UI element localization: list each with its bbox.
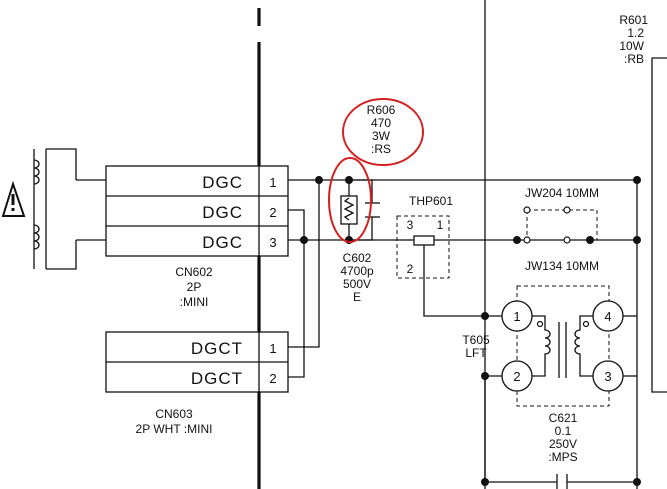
highlight-circle-r606: [342, 98, 424, 166]
svg-text:1: 1: [513, 309, 520, 324]
svg-text::MPS: :MPS: [548, 450, 577, 464]
junction-dot: [586, 236, 594, 244]
svg-text:3: 3: [604, 369, 611, 384]
svg-text::RS: :RS: [371, 142, 391, 156]
svg-text:250V: 250V: [549, 437, 577, 451]
svg-text:CN603: CN603: [155, 407, 193, 421]
cn603-pin1-name: DGCT: [191, 339, 243, 358]
svg-text:470: 470: [371, 116, 391, 130]
svg-text:R601: R601: [619, 13, 648, 27]
junction-dot: [481, 372, 489, 380]
cn602-label: CN602 2P :MINI: [175, 265, 213, 309]
svg-text:2: 2: [513, 369, 520, 384]
r606-resistor: [340, 180, 358, 240]
svg-text:1: 1: [437, 218, 444, 232]
svg-text:JW134 10MM: JW134 10MM: [525, 259, 599, 273]
svg-text:LFT: LFT: [465, 346, 487, 360]
svg-text:THP601: THP601: [409, 194, 453, 208]
c621-capacitor: [484, 375, 637, 489]
junction-dot: [300, 236, 308, 244]
junction-dot: [633, 478, 641, 486]
svg-text:4700p: 4700p: [340, 264, 374, 278]
junction-dot: [481, 312, 489, 320]
thp601-thermistor: THP601 3 1 2: [396, 194, 506, 317]
junction-dot: [481, 478, 489, 486]
c621-label: C621 0.1 250V :MPS: [548, 411, 577, 464]
svg-text:T605: T605: [462, 333, 490, 347]
line-filter-coils: [33, 148, 106, 270]
svg-text:2P WHT :MINI: 2P WHT :MINI: [136, 422, 213, 436]
cn602-pin3-name: DGC: [202, 233, 243, 252]
svg-text:3: 3: [407, 218, 414, 232]
junction-dot: [633, 236, 641, 244]
svg-text::RB: :RB: [624, 52, 644, 66]
cn602-pin1-num: 1: [269, 175, 276, 190]
junction-dot: [633, 176, 641, 184]
svg-text:10W: 10W: [619, 39, 644, 53]
cn602-connector: DGC DGC DGC 1 2 3: [105, 165, 289, 257]
cn602-pin3-num: 3: [269, 235, 276, 250]
cn602-pin2-name: DGC: [202, 203, 243, 222]
cn603-connector: DGCT DGCT 1 2: [105, 331, 289, 393]
svg-text:1.2: 1.2: [627, 26, 644, 40]
cn603-pin2-name: DGCT: [191, 369, 243, 388]
svg-text:CN602: CN602: [175, 265, 213, 279]
svg-text:E: E: [353, 290, 361, 304]
highlight-circle-c602: [328, 157, 372, 243]
jw204-jumper: JW204 10MM: [523, 186, 599, 240]
svg-text:500V: 500V: [343, 277, 371, 291]
r606-label: R606 470 3W :RS: [367, 103, 396, 156]
svg-text:2: 2: [407, 262, 414, 276]
svg-text::MINI: :MINI: [180, 295, 209, 309]
t605-transformer: 1 4 2 3: [501, 285, 637, 407]
c602-label: C602 4700p 500V E: [340, 251, 374, 304]
svg-text:R606: R606: [367, 103, 396, 117]
junction-dot: [315, 176, 323, 184]
junction-dot: [513, 236, 521, 244]
cn603-pin2-num: 2: [269, 371, 276, 386]
svg-text:4: 4: [604, 309, 611, 324]
svg-text:0.1: 0.1: [555, 424, 572, 438]
svg-text:C602: C602: [343, 251, 372, 265]
r601-label: R601 1.2 10W :RB: [619, 13, 648, 66]
svg-text:3W: 3W: [372, 129, 391, 143]
svg-text:2P: 2P: [187, 280, 202, 294]
c602-capacitor: [349, 179, 380, 241]
cn602-pin2-num: 2: [269, 205, 276, 220]
t605-label: T605 LFT: [462, 333, 490, 360]
warning-icon: [1, 180, 26, 217]
cn603-pin1-num: 1: [269, 341, 276, 356]
svg-text:C621: C621: [549, 411, 578, 425]
r601-bracket: [651, 57, 667, 393]
jw134-jumper: JW134 10MM: [517, 236, 599, 273]
svg-text:JW204 10MM: JW204 10MM: [525, 186, 599, 200]
cn603-label: CN603 2P WHT :MINI: [136, 407, 213, 436]
cn602-pin1-name: DGC: [202, 173, 243, 192]
